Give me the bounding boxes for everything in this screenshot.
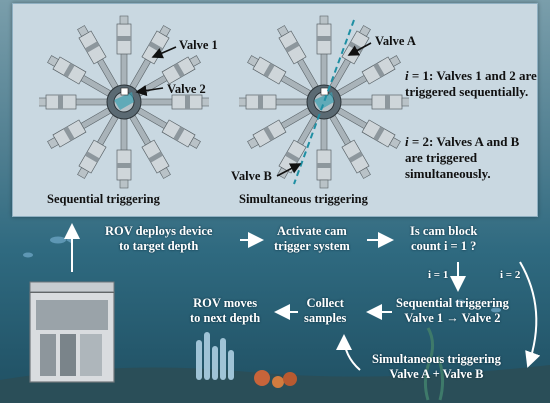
seaweed [423, 327, 445, 401]
valve-spoke [77, 113, 120, 179]
coral-cluster [196, 332, 234, 380]
valve-spoke [47, 55, 113, 98]
valveB-pointer [276, 163, 302, 177]
simultaneous-hub-diagram [239, 15, 409, 189]
rov-vehicle [29, 281, 115, 383]
arrow-i2-branch [519, 261, 541, 368]
valve-spoke [116, 15, 132, 87]
valve2-label: Valve 2 [167, 82, 206, 96]
valve-spoke [77, 25, 120, 91]
symmetry-dashed-line [293, 19, 355, 185]
sequential-caption: Sequential triggering [47, 192, 160, 206]
valve-spoke [239, 94, 309, 110]
valve-spoke [316, 117, 332, 189]
urchins [254, 370, 297, 388]
sequential-hub-diagram [39, 15, 209, 189]
valve-spoke [277, 113, 320, 179]
valve1-pointer [151, 46, 177, 59]
valve-spoke [39, 94, 109, 110]
valve-spoke [247, 106, 313, 149]
note-i1: i = 1: Valves 1 and 2 are triggered sequ… [405, 68, 537, 99]
valve-spoke [128, 113, 171, 179]
valve-panel: Valve 1 Valve 2 Valve A Valve B Sequenti… [12, 3, 538, 217]
valveB-label: Valve B [231, 169, 272, 183]
valve-spoke [47, 106, 113, 149]
label-arrows [135, 42, 372, 177]
valveA-pointer [347, 42, 372, 56]
arrow-sim-collect [336, 334, 361, 371]
valve-spoke [139, 94, 209, 110]
branch-label-i2: i = 2 [500, 269, 521, 281]
valve-spoke [339, 94, 409, 110]
note-i2: i = 2: Valves A and B are triggered simu… [405, 134, 520, 181]
valve-spoke [335, 106, 401, 149]
branch-label-i1: i = 1 [428, 269, 449, 281]
simultaneous-caption: Simultaneous triggering [239, 192, 368, 206]
valve-spoke [316, 15, 332, 87]
valve1-label: Valve 1 [179, 38, 218, 52]
valve2-pointer [135, 85, 164, 97]
valveA-label: Valve A [375, 34, 416, 48]
valve-spoke [116, 117, 132, 189]
